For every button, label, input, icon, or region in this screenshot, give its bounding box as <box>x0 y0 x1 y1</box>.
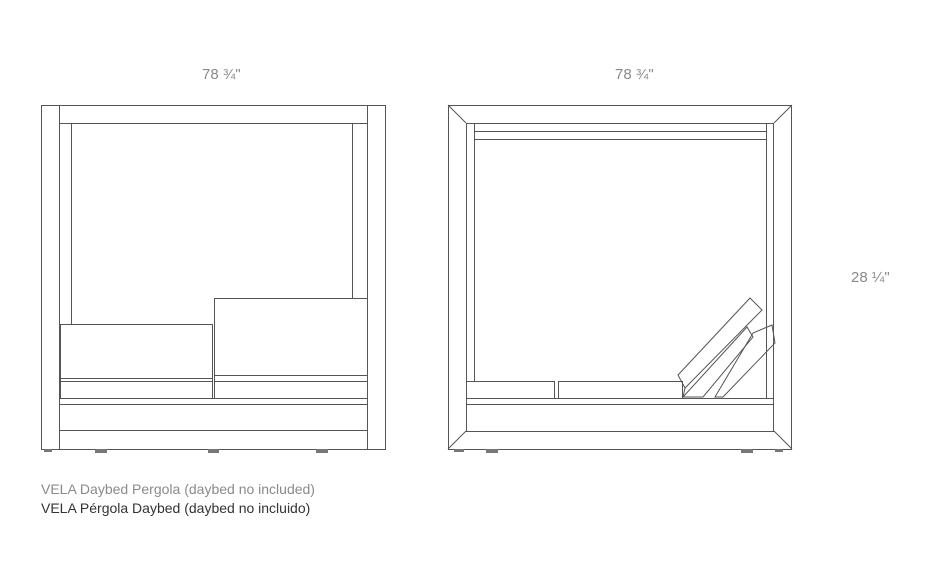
cushion-1 <box>466 381 555 399</box>
base-bottom <box>59 430 368 450</box>
right-cushion-strip <box>214 375 368 382</box>
left-post <box>41 105 60 450</box>
caption-spanish: VELA Pérgola Daybed (daybed no incluido) <box>41 500 311 516</box>
front-width-dimension: 78 ¾" <box>202 66 241 83</box>
right-cushion-seat <box>214 381 368 399</box>
side-width-dimension: 78 ¾" <box>615 66 654 83</box>
inner-frame <box>466 123 774 432</box>
base-body <box>59 404 368 431</box>
base-rail <box>466 398 774 405</box>
side-view-drawing <box>447 104 793 453</box>
base-rail <box>59 398 368 405</box>
front-view-drawing <box>41 105 386 453</box>
tilted-board-2 <box>681 326 754 398</box>
tilted-board-1 <box>677 297 763 389</box>
outer-frame <box>448 105 792 450</box>
left-cushion-seat <box>60 381 213 399</box>
cushion-2 <box>558 381 683 399</box>
right-cushion-back <box>214 298 368 376</box>
right-post <box>367 105 386 450</box>
caption-english: VELA Daybed Pergola (daybed no included) <box>41 481 315 497</box>
left-cushion-back <box>60 324 213 379</box>
top-beam <box>59 105 368 124</box>
tilted-board-3 <box>714 324 776 398</box>
height-dimension: 28 ¼" <box>851 269 890 286</box>
